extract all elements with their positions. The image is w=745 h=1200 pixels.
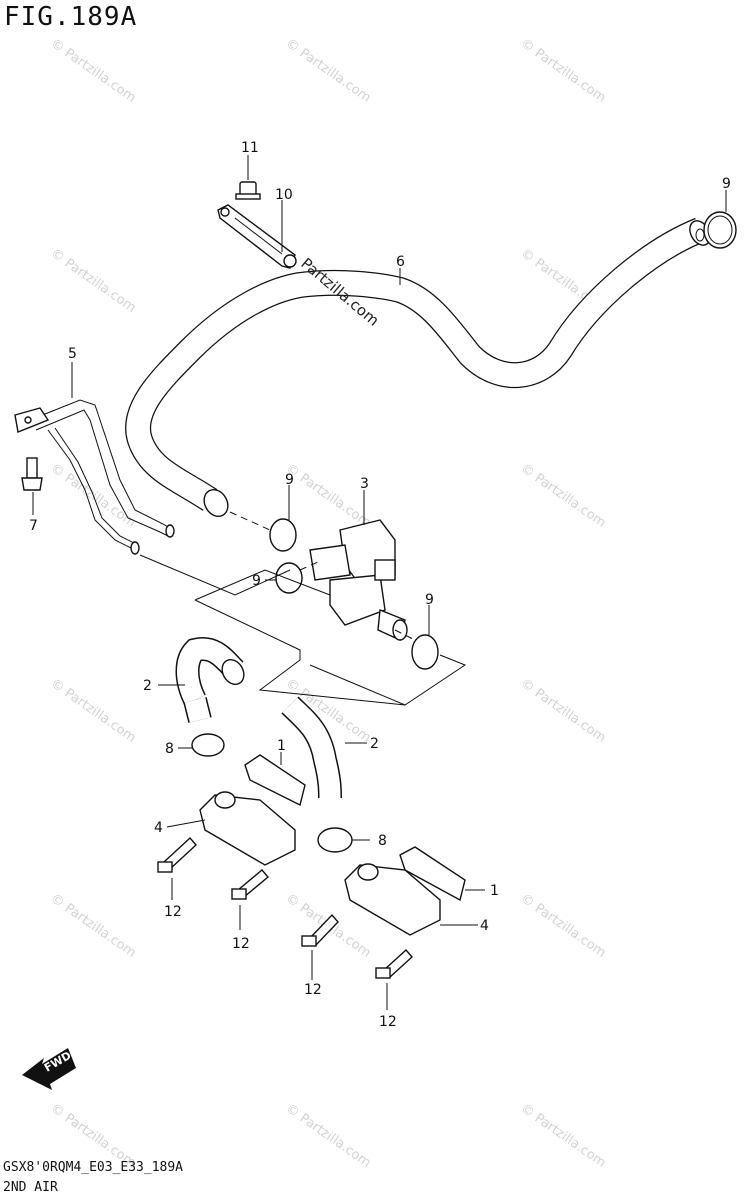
bolt-part-12: [157, 836, 413, 979]
callout-2: 2: [370, 736, 379, 752]
air-hose-part-6: [125, 217, 711, 518]
clamp-part-8: [191, 733, 353, 853]
hose-part-2: [175, 637, 342, 799]
callout-12: 12: [379, 1014, 397, 1030]
callout-12: 12: [304, 982, 322, 998]
watermark: © Partzilla.com: [48, 36, 139, 106]
watermark: © Partzilla.com: [48, 676, 139, 746]
watermark: © Partzilla.com: [283, 1101, 374, 1171]
clamp-part-9: [269, 211, 737, 670]
callout-4: 4: [480, 918, 489, 934]
callout-9: 9: [722, 176, 731, 192]
callouts: 11 10 9 6 5 7 9 3 9 9 2 2 8 1 4 8 12 1 1…: [29, 140, 731, 1030]
callout-3: 3: [360, 476, 369, 492]
callout-1: 1: [277, 738, 286, 754]
valve-part-3: [309, 519, 408, 641]
watermark: © Partzilla.com: [518, 676, 609, 746]
callout-12: 12: [164, 904, 182, 920]
watermark: © Partzilla.com: [518, 1101, 609, 1171]
callout-7: 7: [29, 518, 38, 534]
gasket-part-1: [244, 754, 466, 902]
figure-title: FIG.189A: [4, 2, 138, 32]
callout-10: 10: [275, 187, 293, 203]
watermark: © Partzilla.com: [48, 891, 139, 961]
fwd-arrow-icon: FWD: [22, 1048, 76, 1090]
figure-name: 2ND AIR: [3, 1180, 58, 1195]
callout-6: 6: [396, 254, 405, 270]
bracket-part-10: [217, 204, 297, 269]
callout-8: 8: [378, 833, 387, 849]
callout-8: 8: [165, 741, 174, 757]
callout-11: 11: [241, 140, 259, 156]
callout-5: 5: [68, 346, 77, 362]
pipe-part-5: [14, 399, 175, 555]
callout-9: 9: [252, 573, 261, 589]
watermark: © Partzilla.com: [283, 461, 374, 531]
callout-1: 1: [490, 883, 499, 899]
watermark: © Partzilla.com: [518, 461, 609, 531]
reed-cover-part-4: [199, 791, 441, 936]
bolt-part-7: [21, 457, 43, 491]
watermark: © Partzilla.com: [283, 36, 374, 106]
figure-code: GSX8'0RQM4_E03_E33_189A: [3, 1160, 184, 1175]
callout-2: 2: [143, 678, 152, 694]
watermark: © Partzilla.com: [48, 246, 139, 316]
callout-12: 12: [232, 936, 250, 952]
callout-9: 9: [285, 472, 294, 488]
watermark: © Partzilla.com: [518, 36, 609, 106]
callout-9: 9: [425, 592, 434, 608]
callout-4: 4: [154, 820, 163, 836]
leader-lines: [32, 155, 727, 1010]
watermarks: © Partzilla.com © Partzilla.com © Partzi…: [48, 36, 609, 1171]
bolt-part-11: [235, 181, 261, 200]
watermark: © Partzilla.com: [518, 891, 609, 961]
